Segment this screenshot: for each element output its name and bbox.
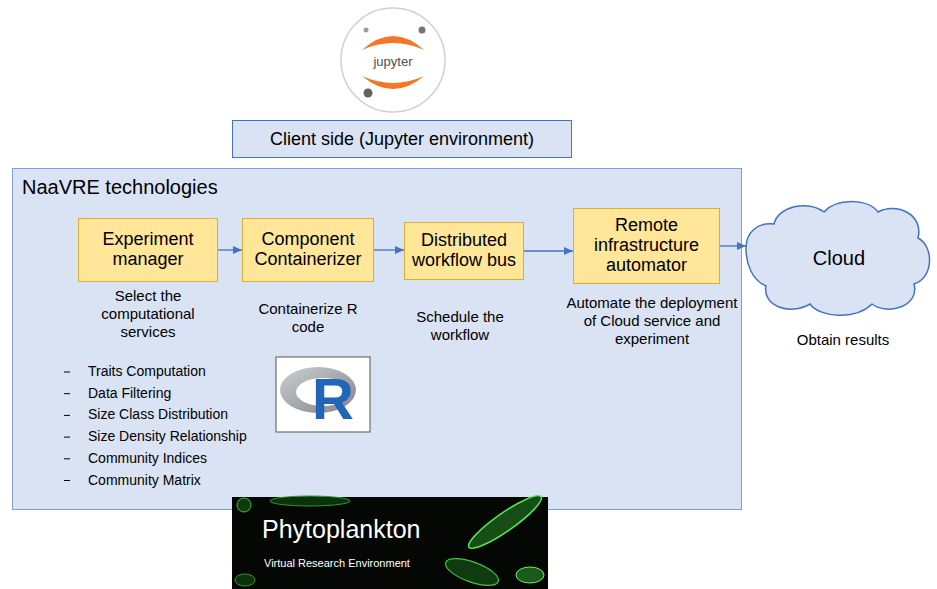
process-box: Component Containerizer [242, 218, 374, 282]
box-label: Cloud [813, 247, 865, 270]
arrow-connector [720, 245, 746, 246]
jupyter-logo [341, 8, 445, 112]
client-box: Client side (Jupyter environment) [232, 120, 572, 158]
logo-circle [341, 8, 445, 112]
process-box: Remote infrastructure automator [573, 208, 720, 284]
logo-dot [419, 27, 426, 34]
bullet-dash [64, 437, 70, 438]
service-item: Traits Computation [88, 363, 273, 380]
service-item: Size Class Distribution [88, 406, 273, 423]
service-item: Community Indices [88, 450, 273, 467]
banner-subtitle: Virtual Research Environment [264, 557, 464, 570]
bullet-dash [64, 415, 70, 416]
bullet-dash [64, 372, 70, 373]
bullet-dash [64, 480, 70, 481]
diatom-shape [442, 553, 501, 589]
step-caption: Containerize R code [253, 300, 363, 336]
cell-shape [516, 567, 544, 583]
diatom-shape [464, 489, 546, 554]
cell-shape [237, 498, 251, 512]
process-box: Distributed workflow bus [404, 222, 524, 280]
bullet-dash [64, 393, 70, 394]
logo-arc [362, 36, 424, 50]
arrow-connector [524, 250, 573, 251]
box-label: Component Containerizer [249, 230, 367, 270]
logo-frame [276, 357, 370, 432]
diatom-shape [270, 496, 350, 506]
step-caption: Schedule the workflow [410, 308, 510, 344]
logo-dot [364, 89, 373, 98]
service-item: Size Density Relationship [88, 428, 273, 445]
process-box: Experiment manager [78, 218, 218, 282]
banner-title: Phytoplankton [262, 514, 482, 544]
service-item: Community Matrix [88, 472, 273, 489]
box-label: Client side (Jupyter environment) [270, 129, 534, 150]
step-caption: Automate the deployment of Cloud service… [566, 294, 738, 348]
cell-shape [235, 574, 255, 586]
banner-ground [232, 497, 548, 589]
result-caption: Obtain results [788, 331, 898, 349]
bullet-dash [64, 458, 70, 459]
logo-dot [364, 28, 369, 33]
panel-title: NaaVRE technologies [22, 176, 218, 199]
phytoplankton-banner [232, 489, 548, 589]
r-logo [276, 357, 370, 432]
logo-text: jupyter [358, 54, 428, 70]
service-item: Data Filtering [88, 385, 273, 402]
box-label: Experiment manager [85, 230, 211, 270]
logo-letter: R [312, 370, 362, 428]
logo-arc [362, 76, 424, 89]
box-label: Remote infrastructure automator [580, 216, 713, 275]
cloud-shape: Cloud [746, 198, 932, 318]
arrow-connector [218, 249, 242, 250]
arrow-connector [374, 249, 404, 250]
bullet-dashes [64, 372, 70, 481]
step-caption: Select the computational services [88, 287, 208, 341]
cloud-path [746, 202, 930, 316]
box-label: Distributed workflow bus [411, 231, 517, 271]
